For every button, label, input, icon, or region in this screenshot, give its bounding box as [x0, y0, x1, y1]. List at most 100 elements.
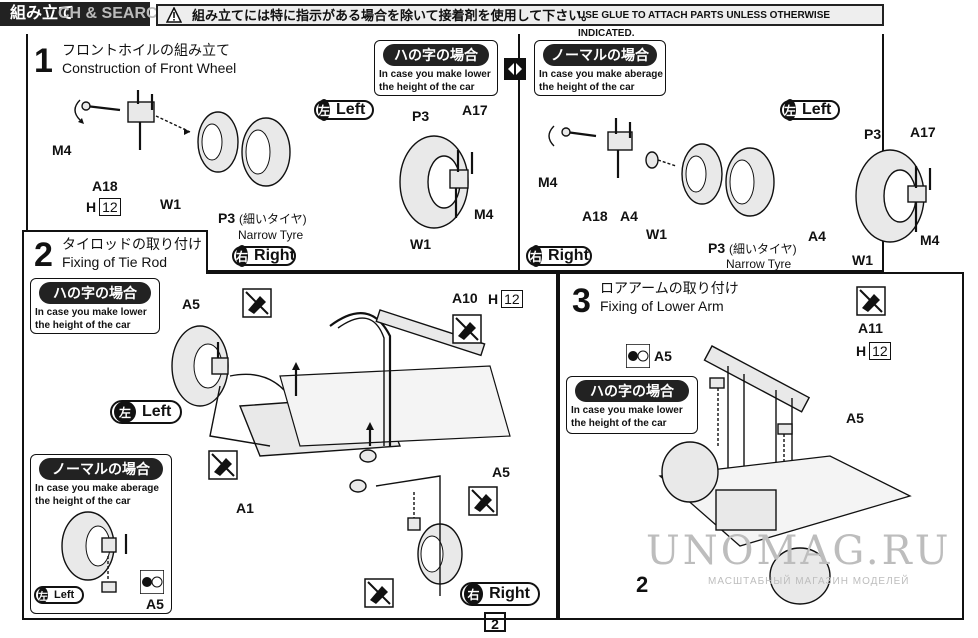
notice-en: USE GLUE TO ATTACH PARTS UNLESS OTHERWIS…: [578, 10, 831, 39]
step1-exploded-diagram: [74, 90, 291, 187]
step2-lower-text2: the height of the car: [35, 320, 131, 331]
step1b-narrow-tyre: Narrow Tyre: [726, 257, 792, 271]
no-glue-icon: [364, 578, 394, 608]
step3-ref-2: 2: [636, 572, 649, 597]
step2-title-tab: [22, 230, 208, 274]
step1b-left-pill: 左 Left: [780, 99, 840, 121]
step1-lower-callout: ハの字の場合 In case you make lower the height…: [374, 40, 498, 96]
step1b-normal-title: ノーマルの場合: [543, 44, 657, 66]
step3-glue-dots-icon: [626, 344, 650, 368]
step1-h12-prefix: H: [86, 199, 97, 215]
step1b-asm-p3: P3: [864, 126, 882, 142]
step1-asm-p3: P3: [412, 108, 430, 124]
step1-right-text: Right: [254, 247, 295, 264]
step2-lower-callout: ハの字の場合 In case you make lower the height…: [30, 278, 160, 334]
step2-title-jp: タイロッドの取り付け: [62, 236, 202, 252]
step1-label-w1: W1: [160, 196, 181, 212]
step1-asm-m4: M4: [474, 206, 494, 222]
no-glue-icon: [208, 450, 238, 480]
step3-title-en: Fixing of Lower Arm: [600, 298, 724, 314]
section-tag: 組み立て: [0, 2, 150, 26]
step1b-right-text: Right: [548, 247, 589, 264]
step1b-label-a4: A4: [620, 208, 638, 224]
step3-lower-arm-diagram: [658, 345, 912, 605]
step2-glue-dots-icon: [140, 570, 164, 594]
step2-title-en: Fixing of Tie Rod: [62, 254, 168, 270]
step1b-asm-a4: A4: [808, 228, 826, 244]
switch-arrow-icon: [504, 58, 526, 80]
step3-label-a5-right: A5: [846, 410, 864, 426]
step1-frame: [26, 34, 520, 272]
step2-lower-title: ハの字の場合: [39, 282, 151, 304]
step1-label-p3: P3 (細いタイヤ): [218, 210, 307, 227]
step2-number: 2: [34, 236, 53, 274]
step2-frame: [22, 272, 558, 620]
step2-label-a5-right: A5: [492, 464, 510, 480]
step1-number: 1: [34, 42, 53, 80]
no-glue-icon: [468, 486, 498, 516]
step1b-left-text: Left: [802, 101, 832, 118]
step3-frame: [558, 272, 964, 620]
left-kanji-icon: 左: [38, 587, 48, 603]
step1b-asm-m4: M4: [920, 232, 940, 248]
step1b-label-w1: W1: [646, 226, 667, 242]
step3-label-a5-left: A5: [654, 348, 672, 364]
step1b-normal-text2: the height of the car: [539, 82, 635, 93]
step1-narrow-tyre: Narrow Tyre: [238, 228, 304, 242]
step1-assembled-wheel: [399, 135, 474, 229]
step1b-p3-jp: (細いタイヤ): [729, 242, 797, 256]
step3-label-a11: A11: [858, 320, 883, 336]
step1b-label-a18: A18: [582, 208, 608, 224]
step3-lower-title: ハの字の場合: [575, 380, 689, 402]
step1b-asm-w1: W1: [852, 252, 873, 268]
step2-lower-text1: In case you make lower: [35, 307, 147, 318]
step1-title-jp: フロントホイルの組み立て: [62, 42, 230, 58]
no-glue-icon: [856, 286, 886, 316]
step2-right-pill: 右 Right: [460, 582, 540, 606]
step1b-asm-a17: A17: [910, 124, 936, 140]
step2-left-pill: 左 Left: [110, 400, 182, 424]
step1b-normal-callout: ノーマルの場合 In case you make aberage the hei…: [534, 40, 666, 96]
step2-h12-num: 12: [501, 290, 523, 308]
step1b-label-p3: P3 (細いタイヤ): [708, 240, 797, 257]
step2-h12-prefix: H: [488, 291, 499, 307]
no-glue-icon: [452, 314, 482, 344]
watermark-sub: МАСШТАБНЫЙ МАГАЗИН МОДЕЛЕЙ: [708, 576, 910, 587]
step2-normal-text1: In case you make aberage: [35, 483, 159, 494]
no-glue-icon: [242, 288, 272, 318]
step1-p3-jp: (細いタイヤ): [239, 212, 307, 226]
step3-lower-text1: In case you make lower: [571, 405, 683, 416]
right-kanji-icon: 右: [530, 245, 543, 267]
warning-icon: [166, 7, 182, 23]
step2-normal-title: ノーマルの場合: [39, 458, 163, 480]
step1-asm-a17: A17: [462, 102, 488, 118]
step2-chassis-diagram: [171, 309, 511, 596]
glue-notice: 組み立てには特に指示がある場合を除いて接着剤を使用して下さい。 USE GLUE…: [156, 4, 884, 39]
step1b-assembled-wheel: [855, 149, 932, 243]
step1-title-en: Construction of Front Wheel: [62, 60, 237, 76]
step1-h12-num: 12: [99, 198, 121, 216]
step2-left-text: Left: [142, 403, 172, 420]
step2-right-text: Right: [489, 585, 530, 602]
step2-normal-text2: the height of the car: [35, 496, 131, 507]
step1b-right-pill: 右 Right: [526, 245, 592, 267]
step3-lower-callout: ハの字の場合 In case you make lower the height…: [566, 376, 698, 434]
step1b-label-m4: M4: [538, 174, 558, 190]
step2-small-left-text: Left: [54, 589, 75, 601]
page-number: 2: [484, 612, 506, 632]
ghost-text: CH & SEARCH: [58, 5, 170, 22]
step2-small-left-pill: 左 Left: [34, 586, 84, 604]
step3-h12-num: 12: [869, 342, 891, 360]
step3-lower-text2: the height of the car: [571, 418, 667, 429]
step2-label-a5-top: A5: [182, 296, 200, 312]
left-kanji-icon: 左: [784, 99, 797, 121]
left-kanji-icon: 左: [114, 401, 136, 423]
right-kanji-icon: 右: [464, 583, 484, 605]
step1-asm-w1: W1: [410, 236, 431, 252]
step1b-normal-text1: In case you make aberage: [539, 69, 663, 80]
